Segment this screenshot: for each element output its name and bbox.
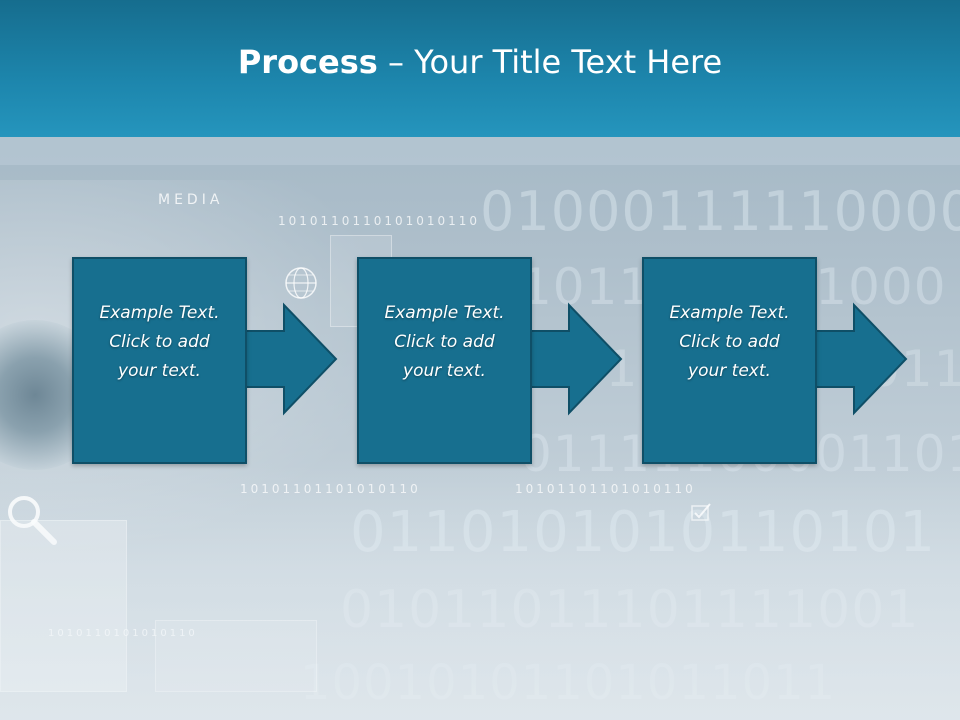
process-arrow-3[interactable]: [811, 302, 912, 416]
globe-icon: [285, 267, 317, 299]
step-line: Click to add: [679, 332, 780, 352]
step-line: Example Text.: [384, 303, 505, 323]
step-line: your text.: [118, 361, 201, 381]
process-step-2[interactable]: Example Text. Click to add your text.: [357, 257, 532, 464]
background-binary-row: 010001111100001: [480, 180, 960, 243]
process-step-3[interactable]: Example Text. Click to add your text.: [642, 257, 817, 464]
process-arrow-1[interactable]: [241, 302, 342, 416]
media-label: MEDIA: [158, 192, 224, 208]
title-bar: Process – Your Title Text Here: [0, 0, 960, 137]
step-line: your text.: [403, 361, 486, 381]
step-line: Click to add: [394, 332, 495, 352]
title-bold-part: Process: [237, 42, 378, 81]
bottom-reflection: [0, 465, 960, 720]
process-step-1[interactable]: Example Text. Click to add your text.: [72, 257, 247, 464]
title-band-shadow: [0, 137, 960, 165]
step-text[interactable]: Example Text. Click to add your text.: [651, 299, 809, 386]
step-line: Click to add: [109, 332, 210, 352]
step-line: Example Text.: [99, 303, 220, 323]
title-rest-part: – Your Title Text Here: [377, 42, 723, 81]
step-line: Example Text.: [669, 303, 790, 323]
background-small-binary: 1010110110101010110: [278, 214, 481, 228]
step-line: your text.: [688, 361, 771, 381]
process-arrow-2[interactable]: [526, 302, 627, 416]
step-text[interactable]: Example Text. Click to add your text.: [81, 299, 239, 386]
slide-title[interactable]: Process – Your Title Text Here: [238, 43, 722, 81]
step-text[interactable]: Example Text. Click to add your text.: [366, 299, 524, 386]
